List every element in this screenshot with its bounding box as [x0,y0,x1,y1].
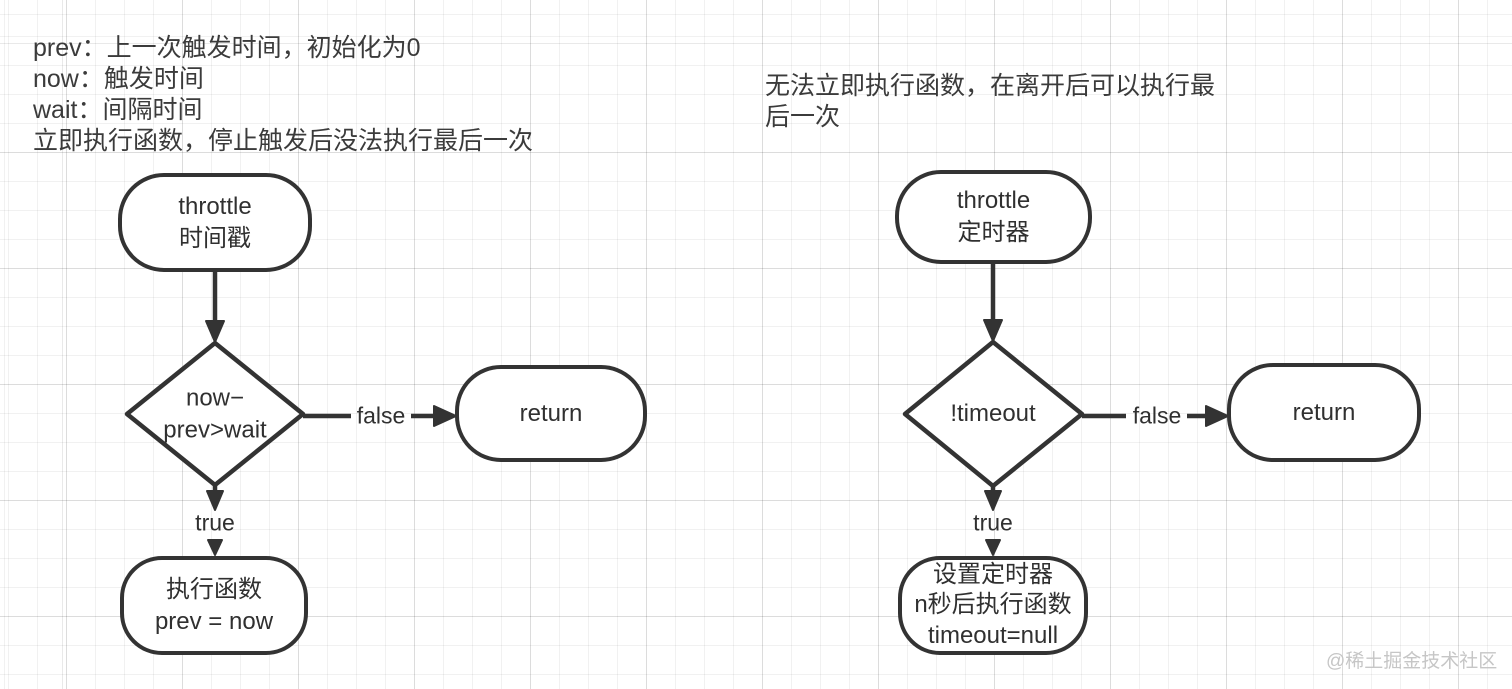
decision-label-timestamp: now− prev>wait [163,382,266,445]
annotation-line: now：触发时间 [33,65,204,93]
node-text-line: throttle [956,187,1031,215]
node-text-line: 设置定时器 [933,560,1053,588]
annotation-left: prev：上一次触发时间，初始化为0 now：触发时间 wait：间隔时间 立即… [33,33,533,157]
action-node-set-timer-right: 设置定时器 n秒后执行函数 timeout=null [898,556,1088,655]
node-text-line: throttle [178,192,252,220]
decision-text-line: prev>wait [163,416,267,443]
start-node-throttle-timer: throttle 定时器 [895,170,1092,264]
node-text-line: 执行函数 [166,575,262,603]
arrowhead-into-return-left [433,405,457,427]
edge-label-false-left: false [356,402,406,429]
return-node-left: return [455,365,647,462]
decision-text-line: !timeout [950,400,1036,428]
edge-label-true-right: true [973,509,1013,536]
annotation-right: 无法立即执行函数，在离开后可以执行最 后一次 [765,71,1215,133]
return-node-right: return [1227,363,1421,462]
node-text-line: return [519,399,583,427]
annotation-line: 立即执行函数，停止触发后没法执行最后一次 [33,127,534,155]
decision-text-line: now− [185,384,245,412]
node-text-line: prev = now [154,607,274,635]
arrowhead-true-right [984,490,1002,511]
edge-label-true-left: true [195,509,235,536]
arrowhead-into-decision-left [205,320,225,343]
annotation-line: 后一次 [765,103,841,131]
node-text-line: timeout=null [927,621,1059,649]
annotation-line: 无法立即执行函数，在离开后可以执行最 [765,72,1216,100]
watermark: @稀土掘金技术社区 [1326,651,1498,672]
start-node-throttle-timestamp: throttle 时间戳 [118,173,312,272]
arrowhead-true-left [206,490,224,511]
arrowhead-into-action-right [985,539,1001,556]
edge-label-false-right: false [1132,402,1182,429]
decision-label-timer: !timeout [950,398,1035,430]
node-text-line: n秒后执行函数 [914,591,1072,619]
annotation-line: prev：上一次触发时间，初始化为0 [33,34,421,62]
arrowhead-into-return-right [1205,405,1229,427]
arrowhead-into-action-left [207,539,223,556]
action-node-execute-left: 执行函数 prev = now [120,556,308,655]
node-text-line: return [1292,398,1356,426]
node-text-line: 定时器 [957,219,1030,246]
annotation-line: wait：间隔时间 [33,96,203,124]
arrowhead-into-decision-right [983,319,1003,342]
node-text-line: 时间戳 [179,224,251,252]
